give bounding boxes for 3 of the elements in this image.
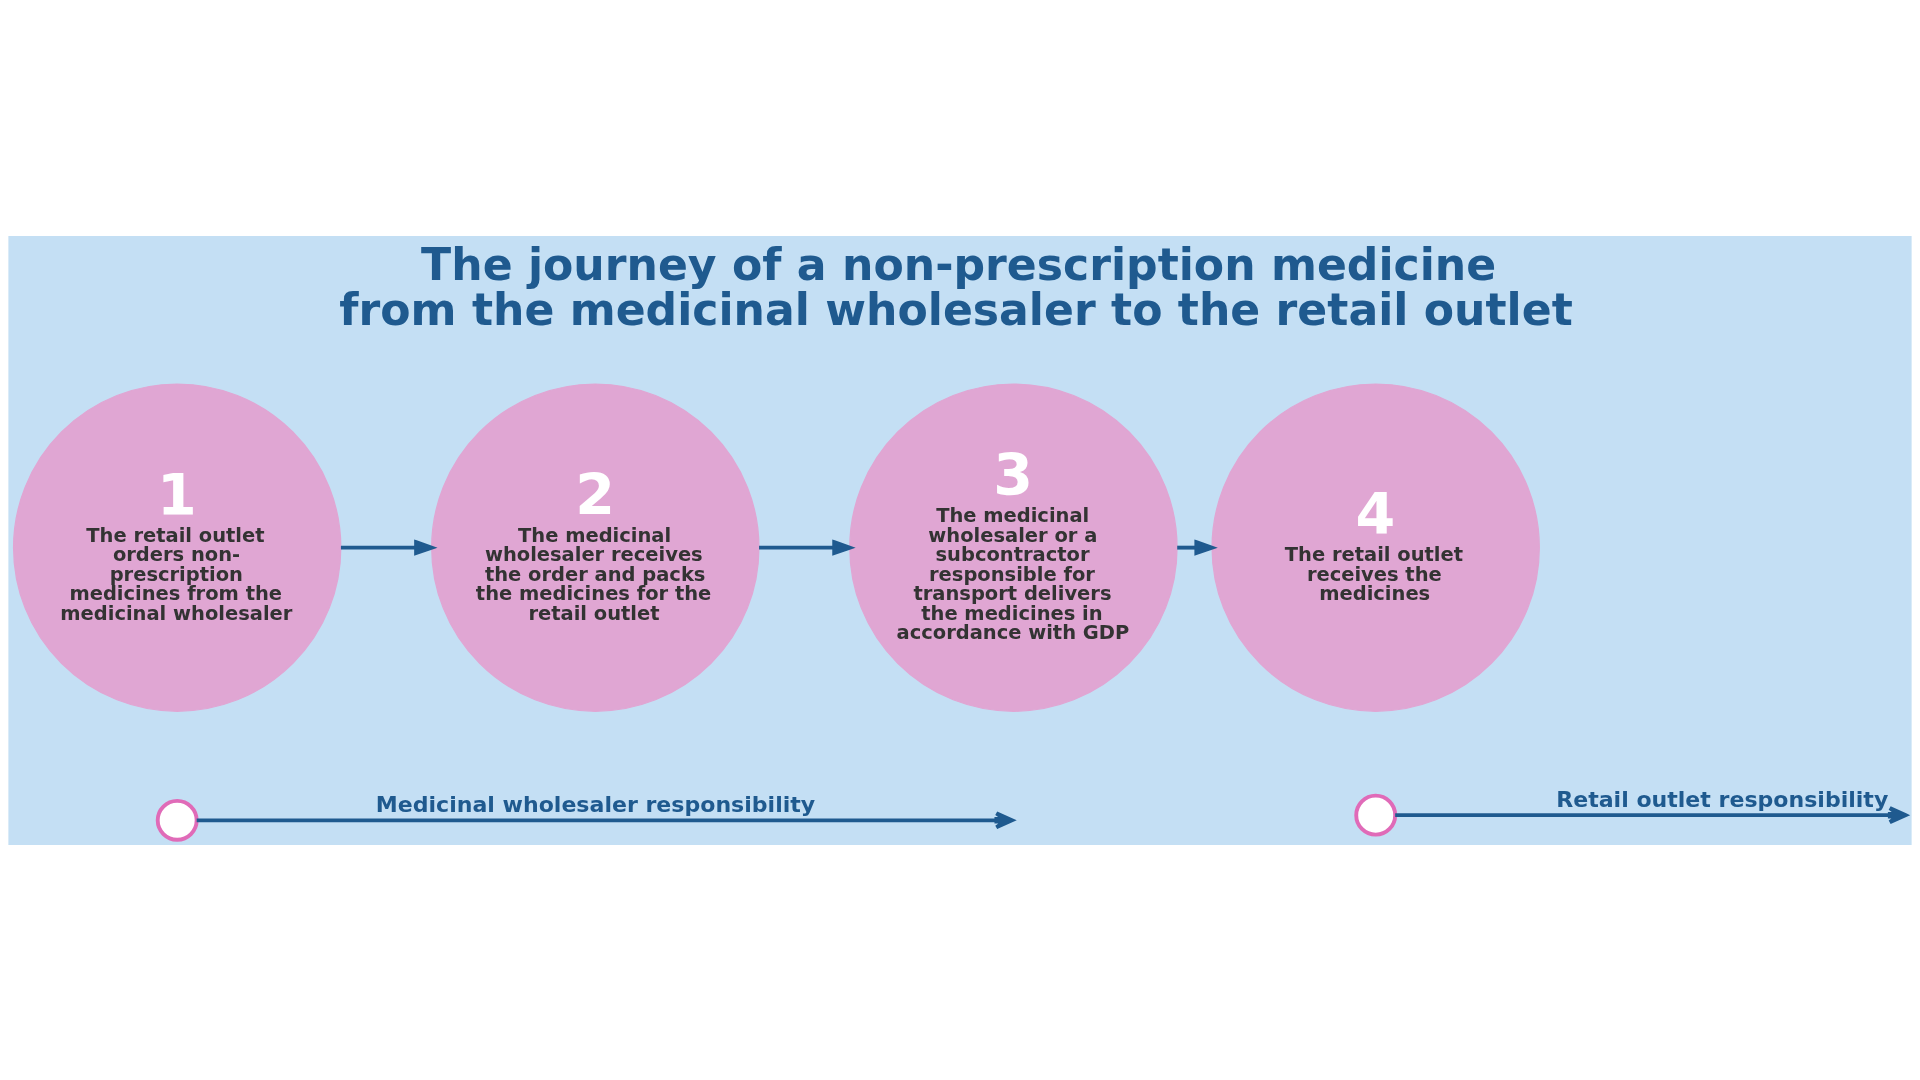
diagram-title: The journey of a non-prescription medicine from the medicinal wholesaler to the retail outlet [339, 238, 1573, 335]
edge-label: Medicinal wholesaler responsibility [375, 791, 816, 817]
edge-label: Retail outlet responsibility [1556, 786, 1889, 812]
